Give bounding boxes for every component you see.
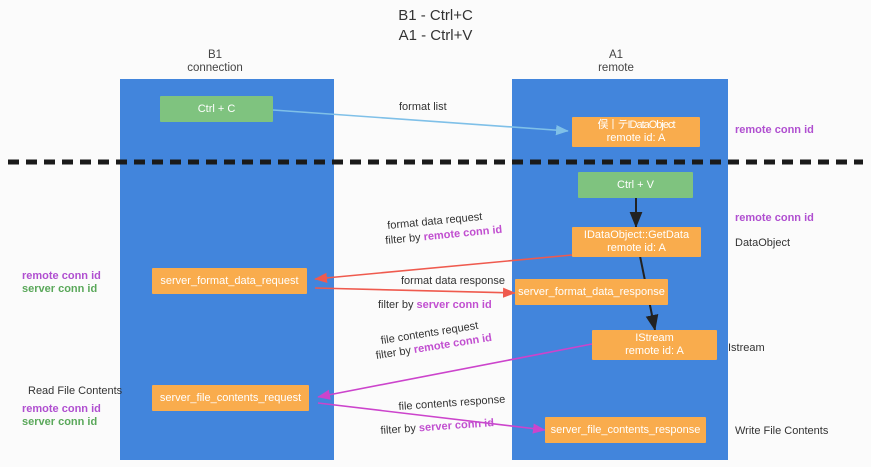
node-idataobject-top[interactable]: 俣⼁テIDataObject remote id: A — [572, 117, 700, 147]
filter-key-server-conn-id: server conn id — [416, 299, 492, 311]
side-label-dataobject: DataObject — [735, 237, 791, 249]
node-server-format-data-response-label: server_format_data_response — [518, 285, 665, 298]
node-ctrl-v-label: Ctrl + V — [617, 178, 654, 191]
filter-prefix: filter by — [378, 299, 417, 311]
node-idataobject-top-line2: remote id: A — [606, 132, 666, 144]
lane-a1-name: A1 — [608, 49, 624, 61]
lane-b1-sub: connection — [187, 62, 243, 74]
edge-label-format-list: format list — [399, 101, 447, 113]
node-ctrl-v[interactable]: Ctrl + V — [578, 172, 693, 198]
node-istream-line2: remote id: A — [625, 345, 684, 357]
node-server-format-data-request[interactable]: server_format_data_request — [152, 268, 307, 294]
title-line-1: B1 - Ctrl+C — [398, 7, 473, 24]
side-label-remote-conn-id-mid: remote conn id — [735, 212, 814, 224]
node-server-file-contents-response[interactable]: server_file_contents_response — [545, 417, 706, 443]
node-idataobject-top-line1: 俣⼁テIDataObject — [597, 119, 675, 131]
edge-label-format-data-response-filter: filter by server conn id — [378, 298, 492, 312]
node-server-file-contents-request[interactable]: server_file_contents_request — [152, 385, 309, 411]
side-label-server-conn-id-left-2: server conn id — [22, 416, 98, 428]
node-ctrl-c-label: Ctrl + C — [197, 102, 236, 115]
node-istream[interactable]: IStream remote id: A — [592, 330, 717, 360]
diagram-title: B1 - Ctrl+C A1 - Ctrl+V — [0, 6, 871, 46]
side-label-write-file-contents: Write File Contents — [735, 425, 829, 437]
edge-format-data-response — [314, 287, 516, 298]
filter-prefix: filter by — [384, 231, 425, 248]
edge-format-data-request — [314, 254, 573, 283]
node-ctrl-c[interactable]: Ctrl + C — [160, 96, 273, 122]
lane-a1-sub: remote — [598, 62, 634, 74]
side-label-remote-conn-id-top: remote conn id — [735, 124, 814, 136]
edge-file-contents-request — [317, 343, 593, 400]
edge-file-contents-response — [317, 402, 546, 434]
node-server-format-data-response[interactable]: server_format_data_response — [515, 279, 668, 305]
edge-label-format-data-response: format data response — [401, 275, 505, 287]
lane-header-a1: A1 remote — [551, 49, 681, 75]
node-server-file-contents-response-label: server_file_contents_response — [550, 423, 701, 436]
side-label-remote-conn-id-left-1: remote conn id — [22, 270, 101, 282]
node-istream-line1: IStream — [635, 332, 674, 344]
node-server-format-data-request-label: server_format_data_request — [160, 274, 299, 287]
edge-format-list — [272, 109, 569, 136]
side-label-server-conn-id-left-1: server conn id — [22, 283, 98, 295]
node-server-file-contents-request-label: server_file_contents_request — [159, 391, 302, 404]
side-label-remote-conn-id-left-2: remote conn id — [22, 403, 101, 415]
title-line-2: A1 - Ctrl+V — [398, 27, 473, 44]
node-getdata-line2: remote id: A — [607, 242, 666, 254]
node-idataobject-getdata[interactable]: IDataObject::GetData remote id: A — [572, 227, 701, 257]
side-label-read-file-contents: Read File Contents — [28, 385, 123, 397]
lane-header-b1: B1 connection — [150, 49, 280, 75]
lane-b1-name: B1 — [207, 49, 223, 61]
filter-prefix: filter by — [380, 422, 420, 438]
node-getdata-line1: IDataObject::GetData — [583, 229, 690, 241]
side-label-istream: Istream — [728, 342, 765, 354]
